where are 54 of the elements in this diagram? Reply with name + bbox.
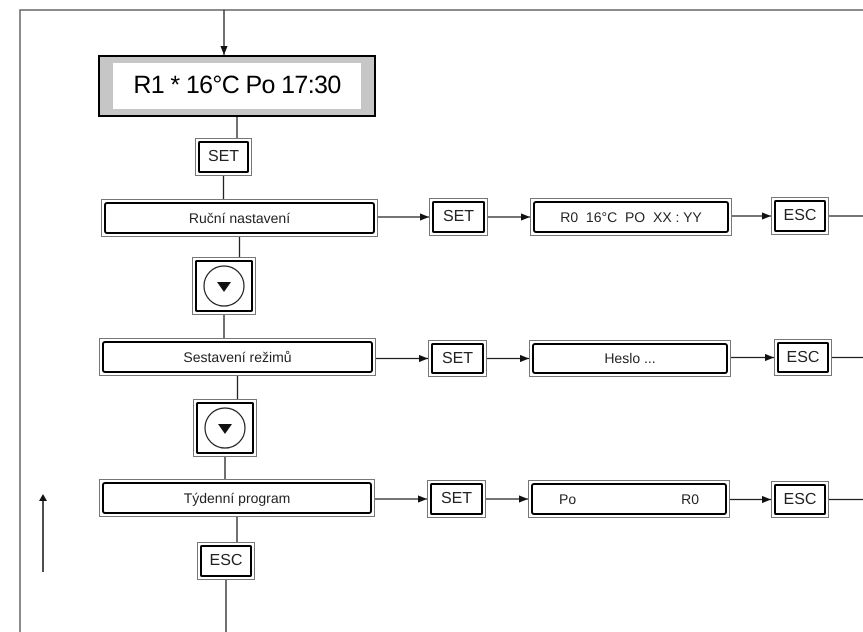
- key-button: [428, 340, 487, 377]
- arrow: [220, 10, 228, 55]
- key-label: ESC: [784, 490, 816, 510]
- connector-line: [829, 498, 863, 500]
- arrow: [378, 213, 429, 221]
- key-button: [197, 542, 255, 580]
- menu-item-box: [99, 479, 375, 517]
- key-label: ESC: [786, 348, 820, 368]
- menu-text: Heslo ...: [604, 349, 656, 368]
- key-button: [195, 138, 252, 176]
- display-screen: [529, 340, 731, 377]
- menu-text: Po: [559, 490, 576, 508]
- connector-line: [225, 580, 227, 632]
- key-button: [427, 480, 486, 518]
- key-label: SET: [208, 147, 240, 167]
- display-screen: [530, 198, 732, 236]
- down-key-button: [193, 399, 257, 457]
- key-button: [429, 198, 488, 236]
- arrow: [486, 495, 528, 503]
- connector-line: [238, 237, 240, 257]
- menu-text: Týdenní program: [184, 488, 290, 508]
- arrow: [732, 212, 771, 220]
- menu-item-box: [101, 199, 378, 237]
- lcd-display: [98, 55, 376, 117]
- menu-item-box: [99, 338, 376, 376]
- connector-line: [223, 315, 225, 338]
- display-text: R1 * 16°C Po 17:30: [133, 70, 341, 102]
- arrow: [730, 496, 771, 504]
- menu-text: Sestavení režimů: [183, 348, 292, 366]
- connector-line: [236, 376, 238, 399]
- display-screen: [528, 480, 730, 518]
- key-button: [771, 481, 829, 518]
- connector-line: [222, 176, 224, 199]
- menu-text: R0 16°C PO XX : YY: [560, 208, 702, 226]
- arrow: [731, 354, 774, 362]
- menu-text: R0: [681, 490, 699, 508]
- arrow: [487, 354, 529, 362]
- key-button: [771, 197, 829, 235]
- connector-line: [236, 517, 238, 542]
- arrow: [376, 354, 428, 362]
- key-label: SET: [442, 348, 474, 368]
- key-label: ESC: [784, 206, 816, 226]
- key-label: SET: [440, 489, 472, 509]
- connector-line: [224, 457, 226, 479]
- key-button: [774, 339, 832, 376]
- key-label: ESC: [210, 551, 242, 571]
- connector-line: [832, 356, 863, 358]
- key-label: SET: [442, 207, 474, 227]
- arrow: [375, 495, 427, 503]
- down-key-button: [192, 257, 256, 315]
- connector-line: [236, 117, 238, 138]
- connector-line: [829, 215, 863, 217]
- menu-text: Ruční nastavení: [188, 208, 290, 228]
- arrow: [488, 213, 530, 221]
